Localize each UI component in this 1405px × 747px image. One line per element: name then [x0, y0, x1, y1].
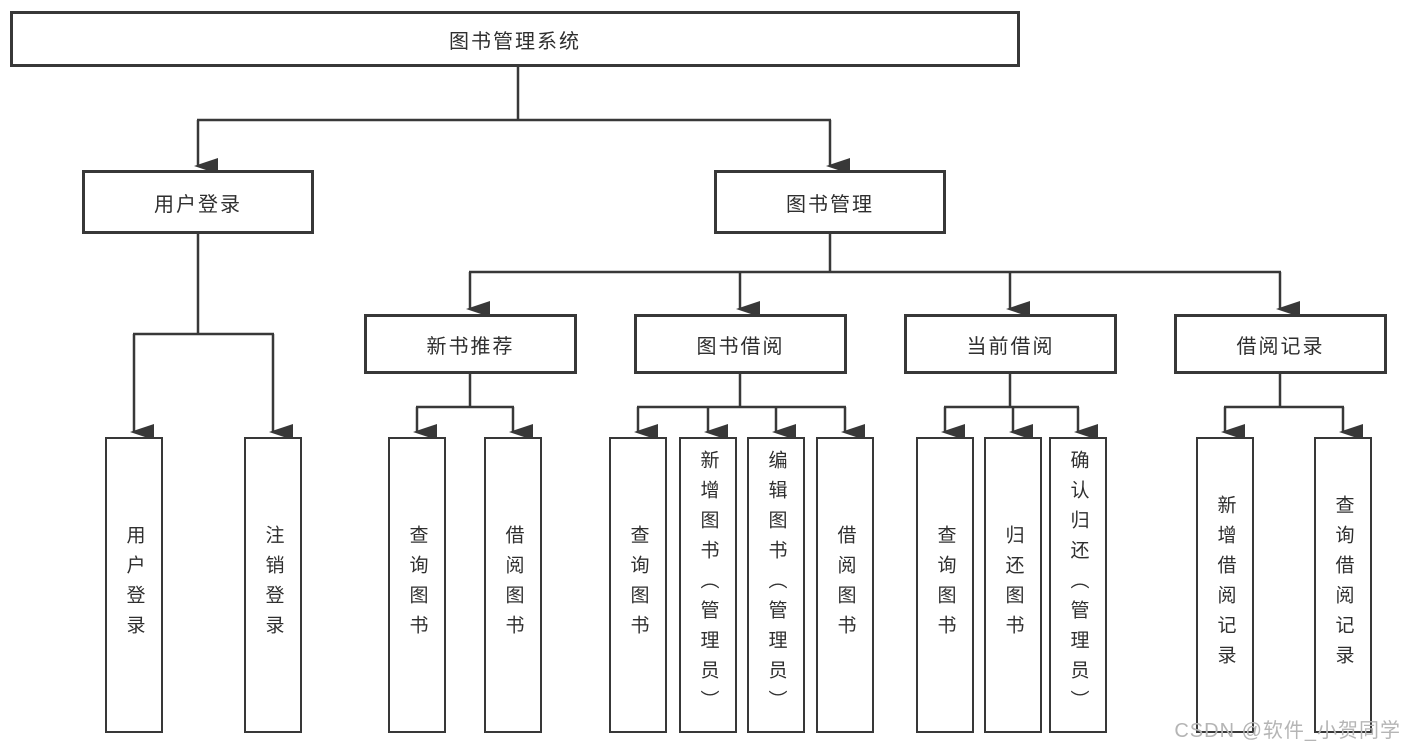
node-user-login-label: 用户登录 [154, 193, 242, 216]
leaf-logout: 注销登录 [244, 437, 302, 733]
node-borrow-records: 借阅记录 [1174, 314, 1387, 374]
leaf-borrow-books: 借阅图书 [816, 437, 874, 733]
leaf-query-borrow-record: 查询借阅记录 [1314, 437, 1372, 733]
node-new-book-recommend: 新书推荐 [364, 314, 577, 374]
leaf-add-borrow-record: 新增借阅记录 [1196, 437, 1254, 733]
node-current-borrow-label: 当前借阅 [966, 335, 1055, 358]
leaf-query-borrow-record-label: 查询借阅记录 [1332, 495, 1354, 675]
node-book-management: 图书管理 [714, 170, 946, 234]
leaf-return-books-label: 归还图书 [1002, 525, 1024, 645]
node-book-borrow: 图书借阅 [634, 314, 847, 374]
node-root-label: 图书管理系统 [449, 30, 581, 53]
leaf-add-books-admin: 新增图书（管理员） [679, 437, 737, 733]
node-current-borrow: 当前借阅 [904, 314, 1117, 374]
leaf-borrow-books-label: 借阅图书 [834, 525, 856, 645]
leaf-add-borrow-record-label: 新增借阅记录 [1214, 495, 1236, 675]
node-book-management-label: 图书管理 [786, 193, 874, 216]
leaf-add-books-admin-label: 新增图书（管理员） [697, 450, 719, 720]
leaf-user-login: 用户登录 [105, 437, 163, 733]
node-borrow-records-label: 借阅记录 [1236, 335, 1325, 358]
node-book-borrow-label: 图书借阅 [696, 335, 785, 358]
leaf-edit-books-admin-label: 编辑图书（管理员） [765, 450, 787, 720]
leaf-recommend-query-books-label: 查询图书 [406, 525, 428, 645]
leaf-recommend-borrow-books-label: 借阅图书 [502, 525, 524, 645]
leaf-recommend-borrow-books: 借阅图书 [484, 437, 542, 733]
node-user-login: 用户登录 [82, 170, 314, 234]
leaf-recommend-query-books: 查询图书 [388, 437, 446, 733]
leaf-confirm-return-admin-label: 确认归还（管理员） [1067, 450, 1089, 720]
node-root-system: 图书管理系统 [10, 11, 1020, 67]
leaf-return-books: 归还图书 [984, 437, 1042, 733]
leaf-logout-label: 注销登录 [262, 525, 284, 645]
leaf-borrow-query-books-label: 查询图书 [627, 525, 649, 645]
leaf-edit-books-admin: 编辑图书（管理员） [747, 437, 805, 733]
leaf-borrow-query-books: 查询图书 [609, 437, 667, 733]
leaf-confirm-return-admin: 确认归还（管理员） [1049, 437, 1107, 733]
leaf-current-query-books: 查询图书 [916, 437, 974, 733]
node-new-book-recommend-label: 新书推荐 [426, 335, 515, 358]
leaf-current-query-books-label: 查询图书 [934, 525, 956, 645]
leaf-user-login-label: 用户登录 [123, 525, 145, 645]
